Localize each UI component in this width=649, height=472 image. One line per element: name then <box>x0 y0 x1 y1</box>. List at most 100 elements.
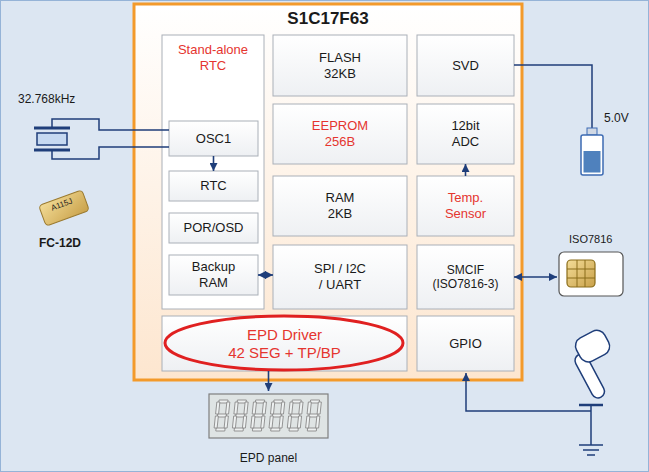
display-segment <box>279 416 283 428</box>
battery-body <box>581 135 603 175</box>
smartcard-block-outline <box>417 245 514 309</box>
segment-digits <box>214 400 322 431</box>
signal-arrow <box>465 164 467 176</box>
display-segment <box>234 402 238 414</box>
ground-wire <box>590 405 592 445</box>
oscillator-block: OSC1 <box>169 121 258 156</box>
sensor-block: Temp. Sensor <box>417 176 514 236</box>
part-name: FC-12D <box>39 237 81 250</box>
display-segment <box>289 428 298 431</box>
frequency-label: 32.768kHz <box>18 93 75 106</box>
rtc-domain-outline <box>162 35 264 309</box>
reset-block: POR/OSD <box>169 213 258 243</box>
chip-box-outline <box>134 4 522 380</box>
display-segment <box>271 428 280 431</box>
block-name: Stand-alone RTC <box>173 42 253 73</box>
display-segment <box>234 428 243 431</box>
block-name: 12bit ADC <box>444 118 488 149</box>
display-segment <box>306 416 310 428</box>
battery-charge <box>584 151 601 173</box>
serial-block: SPI / I2C / UART <box>273 245 407 309</box>
display-segment <box>269 416 273 428</box>
eeprom-block-outline <box>273 104 407 164</box>
eeprom-block: EEPROM 256B <box>273 104 407 164</box>
display-segment <box>252 402 256 414</box>
display-segment <box>224 416 228 428</box>
gpio-block-outline <box>417 316 514 371</box>
block-name: FLASH 32KB <box>316 50 364 81</box>
display-segment <box>244 402 248 414</box>
flash-block-outline <box>273 35 407 96</box>
signal-arrow <box>258 274 273 276</box>
backup-ram-block-outline <box>169 255 258 295</box>
crystal-wire <box>52 147 169 159</box>
rtc-block-outline <box>169 171 258 201</box>
epd-driver-block: EPD Driver42 SEG + TP/BP <box>162 316 407 371</box>
crystal-chip <box>39 190 90 226</box>
backup-ram-block: Backup RAM <box>169 255 258 295</box>
display-segment <box>270 402 274 414</box>
display-segment <box>280 402 284 414</box>
display-segment <box>252 428 261 431</box>
display-segment <box>297 416 301 428</box>
display-segment <box>242 416 246 428</box>
palm <box>572 327 612 365</box>
gpio-block: GPIO <box>417 316 514 371</box>
ram-block: RAM 2KB <box>273 176 407 236</box>
ground-symbol <box>583 449 599 451</box>
svd-block: SVD <box>417 35 514 96</box>
display-segment <box>317 402 321 414</box>
display-segment <box>251 416 255 428</box>
block-name: Backup RAM <box>188 259 240 290</box>
display-segment <box>261 416 265 428</box>
block-name: SMCIF (ISO7816-3) <box>426 263 506 292</box>
adc-block-outline <box>417 104 514 164</box>
finger-icon <box>566 327 630 400</box>
block-name: POR/OSD <box>184 220 244 236</box>
display-segment <box>287 416 291 428</box>
chip-box: S1C17F63Stand-alone RTC OSC1RTC POR/OSD Bac… <box>134 4 522 380</box>
block-name: RTC <box>200 178 226 194</box>
block-name: RAM 2KB <box>320 190 360 221</box>
epd-display <box>209 394 328 438</box>
card-arrow <box>514 276 557 278</box>
epd-panel: EPD panel <box>206 391 331 469</box>
display-segment <box>262 402 266 414</box>
block-name: SVD <box>452 58 479 74</box>
adc-block: 12bit ADC <box>417 104 514 164</box>
standard-label: ISO7816 <box>569 233 612 245</box>
chip-body <box>39 190 90 226</box>
display-segment <box>307 428 316 431</box>
battery-terminal <box>587 128 597 135</box>
smartcard-block: SMCIF (ISO7816-3) <box>417 245 514 309</box>
display-segment <box>232 416 236 428</box>
block-name: Temp. Sensor <box>440 190 492 221</box>
ram-block-outline <box>273 176 407 236</box>
display-segment <box>307 402 311 414</box>
block-name: GPIO <box>449 336 482 352</box>
display-segment <box>316 416 320 428</box>
voltage-label: 5.0V <box>604 112 629 125</box>
signal-arrow <box>213 156 215 171</box>
epd-driver-block-outline <box>162 316 407 371</box>
rtc-block: RTC <box>169 171 258 201</box>
card-contacts <box>567 260 595 287</box>
sensor-block-outline <box>417 176 514 236</box>
svd-block-outline <box>417 35 514 96</box>
crystal-wire <box>52 119 169 130</box>
battery-wire <box>514 65 592 128</box>
block-name: EPD panel <box>240 451 297 465</box>
smart-card <box>559 252 623 296</box>
oscillator-block-outline <box>169 121 258 156</box>
block-name: S1C17F63 <box>287 9 368 29</box>
chip-marking: A115J <box>50 197 74 213</box>
block-name: EEPROM 256B <box>310 118 370 149</box>
block-name: SPI / I2C / UART <box>312 261 368 292</box>
display-segment <box>216 428 225 431</box>
serial-block-outline <box>273 245 407 309</box>
reset-block-outline <box>169 213 258 243</box>
block-name: EPD Driver <box>247 326 322 344</box>
crystal-body <box>37 133 67 145</box>
